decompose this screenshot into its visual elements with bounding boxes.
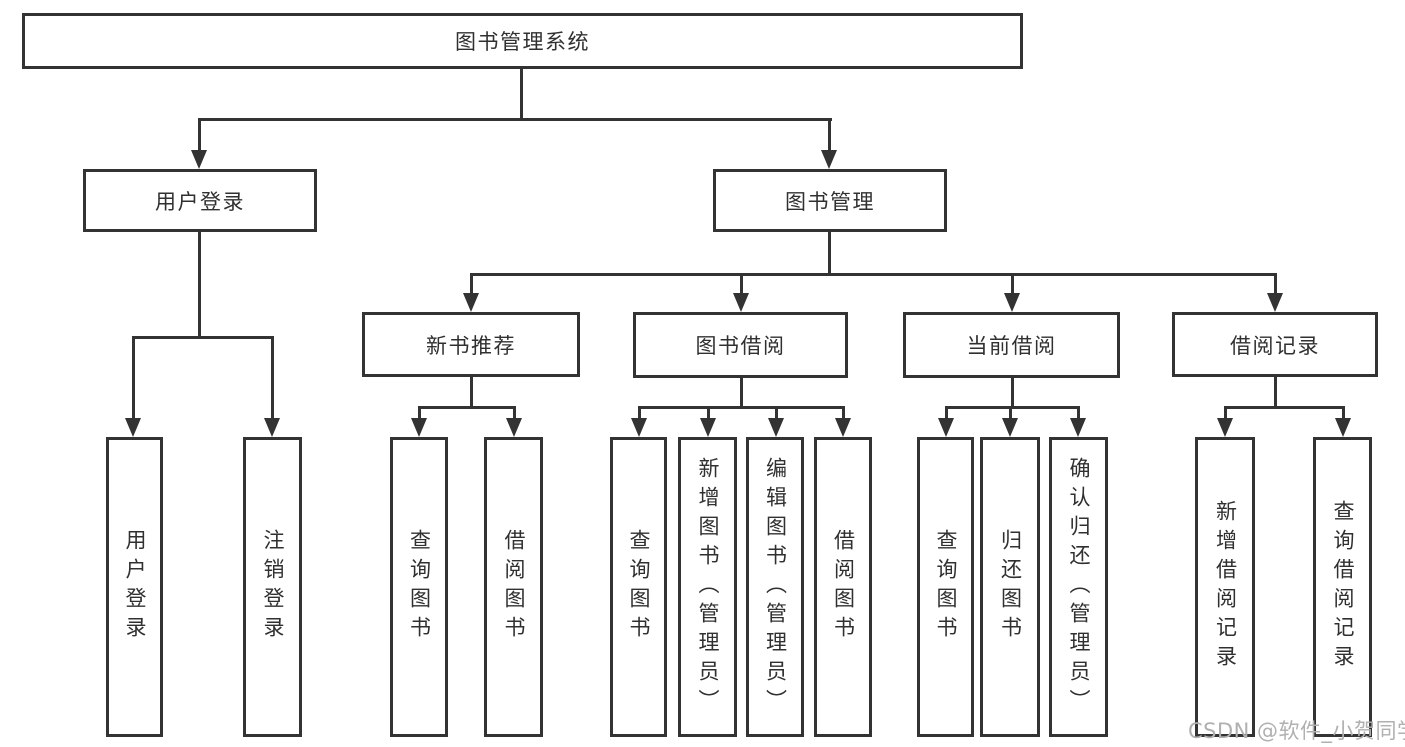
arrow-down-icon <box>700 418 716 437</box>
node-user-login: 用户登录 <box>83 169 317 232</box>
connector-vline <box>945 406 948 420</box>
node-label: 借阅记录 <box>1230 333 1320 358</box>
leaf-label: 查询图书 <box>934 529 958 645</box>
leaf-query-borrow-records: 查询借阅记录 <box>1313 437 1372 737</box>
node-library-management-system: 图书管理系统 <box>22 13 1023 69</box>
node-book-borrowing: 图书借阅 <box>633 312 848 378</box>
node-book-management: 图书管理 <box>713 169 947 232</box>
leaf-borrow-books: 借阅图书 <box>484 437 543 737</box>
connector-vline <box>418 406 421 420</box>
arrow-down-icon <box>264 418 280 437</box>
connector-vline <box>1224 406 1227 420</box>
connector-vline <box>740 378 743 408</box>
connector-hline <box>638 406 844 409</box>
node-label: 图书管理系统 <box>455 30 590 54</box>
connector-vline <box>707 406 710 420</box>
leaf-logout: 注销登录 <box>243 437 302 737</box>
connector-vline <box>470 273 473 296</box>
leaf-query-books: 查询图书 <box>390 437 448 737</box>
leaf-label: 注销登录 <box>261 529 285 645</box>
leaf-edit-books-admin: 编辑图书（管理员） <box>746 437 804 737</box>
node-label: 用户登录 <box>155 189 245 214</box>
connector-vline <box>1342 406 1345 420</box>
arrow-down-icon <box>631 418 647 437</box>
node-label: 当前借阅 <box>966 334 1057 358</box>
connector-vline <box>740 273 743 296</box>
connector-hline <box>198 118 832 121</box>
leaf-label: 新增图书（管理员） <box>696 456 720 718</box>
arrow-down-icon <box>1070 418 1086 437</box>
arrow-down-icon <box>1267 293 1283 312</box>
connector-vline <box>828 232 831 275</box>
leaf-label: 归还图书 <box>998 529 1023 645</box>
connector-vline <box>1274 273 1277 296</box>
connector-vline <box>1274 377 1277 408</box>
leaf-query-books: 查询图书 <box>610 437 667 737</box>
connector-vline <box>1011 378 1014 408</box>
node-label: 图书借阅 <box>695 334 786 358</box>
arrow-down-icon <box>1335 418 1351 437</box>
arrow-down-icon <box>1217 418 1233 437</box>
leaf-label: 借阅图书 <box>831 529 856 645</box>
leaf-label: 确认归还（管理员） <box>1067 456 1091 718</box>
connector-vline <box>1011 273 1014 296</box>
watermark-csdn: CSDN @软件_小贺同学 <box>1188 719 1405 743</box>
node-new-book-recommendation: 新书推荐 <box>362 312 580 377</box>
leaf-query-books: 查询图书 <box>917 437 974 737</box>
arrow-down-icon <box>411 418 427 437</box>
connector-vline <box>1077 406 1080 420</box>
arrow-down-icon <box>835 418 851 437</box>
leaf-label: 查询图书 <box>627 529 651 645</box>
leaf-add-borrow-record: 新增借阅记录 <box>1195 437 1255 737</box>
connector-vline <box>842 406 845 420</box>
node-label: 新书推荐 <box>426 333 516 358</box>
leaf-label: 编辑图书（管理员） <box>763 456 788 718</box>
leaf-borrow-books: 借阅图书 <box>814 437 872 737</box>
leaf-label: 查询图书 <box>407 529 432 645</box>
connector-hline <box>470 273 1276 276</box>
arrow-down-icon <box>463 293 479 312</box>
connector-vline <box>828 118 831 153</box>
connector-hline <box>132 336 274 339</box>
arrow-down-icon <box>191 150 207 169</box>
arrow-down-icon <box>768 418 784 437</box>
leaf-label: 查询借阅记录 <box>1331 500 1355 674</box>
connector-vline <box>198 118 201 153</box>
arrow-down-icon <box>1002 418 1018 437</box>
arrow-down-icon <box>506 418 522 437</box>
arrow-down-icon <box>733 293 749 312</box>
connector-vline <box>513 406 516 420</box>
arrow-down-icon <box>1004 293 1020 312</box>
connector-vline <box>775 406 778 420</box>
leaf-confirm-return-admin: 确认归还（管理员） <box>1049 437 1108 737</box>
leaf-add-books-admin: 新增图书（管理员） <box>678 437 737 737</box>
leaf-user-login: 用户登录 <box>106 437 163 737</box>
connector-vline <box>520 69 523 120</box>
leaf-label: 借阅图书 <box>502 529 526 645</box>
connector-vline <box>271 336 274 420</box>
leaf-label: 用户登录 <box>123 529 147 645</box>
connector-hline <box>1224 406 1344 409</box>
connector-hline <box>418 406 515 409</box>
node-current-borrowing: 当前借阅 <box>903 312 1120 378</box>
connector-hline <box>945 406 1079 409</box>
arrow-down-icon <box>821 150 837 169</box>
leaf-label: 新增借阅记录 <box>1213 500 1238 674</box>
connector-vline <box>638 406 641 420</box>
connector-vline <box>198 232 201 338</box>
connector-vline <box>1009 406 1012 420</box>
arrow-down-icon <box>125 418 141 437</box>
node-label: 图书管理 <box>785 189 875 214</box>
leaf-return-books: 归还图书 <box>980 437 1040 737</box>
connector-vline <box>470 377 473 408</box>
arrow-down-icon <box>938 418 954 437</box>
node-borrowing-records: 借阅记录 <box>1172 312 1378 377</box>
connector-vline <box>132 336 135 420</box>
